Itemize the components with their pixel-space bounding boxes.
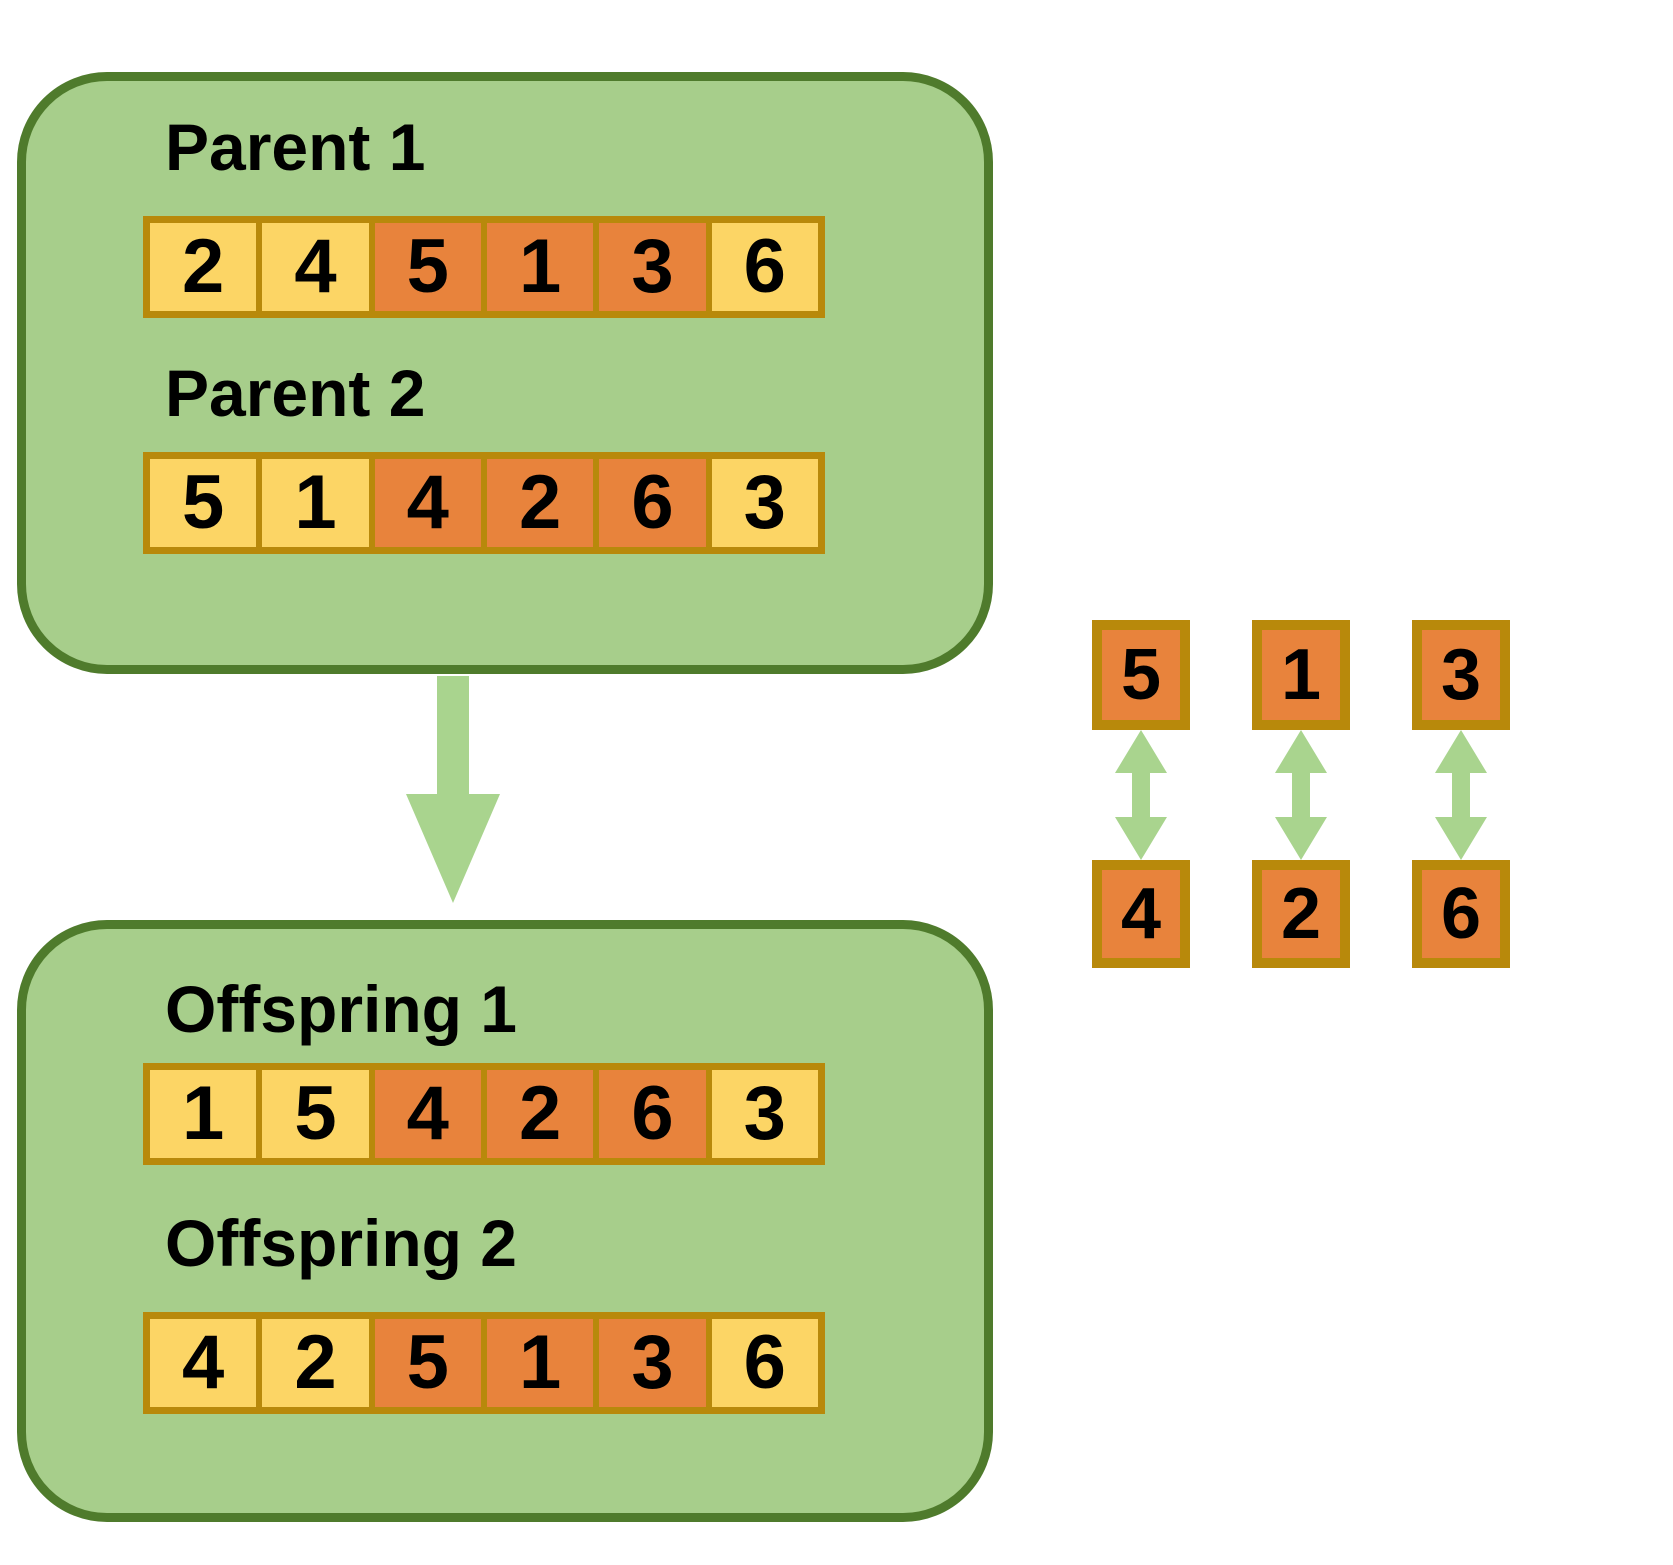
gene-cell: 1	[150, 1070, 257, 1158]
parent-2-label: Parent 2	[165, 356, 426, 430]
swap-arrow-icon	[1435, 730, 1487, 860]
mapping-value-box: 4	[1092, 860, 1190, 968]
gene-cell: 2	[262, 1319, 369, 1407]
gene-cell: 5	[262, 1070, 369, 1158]
gene-cell-crossover: 6	[599, 459, 706, 547]
gene-cell: 1	[262, 459, 369, 547]
swap-arrow-icon	[1115, 730, 1167, 860]
gene-cell-crossover: 1	[486, 223, 594, 311]
mapping-pair-2: 1 2	[1252, 620, 1350, 968]
gene-cell: 4	[262, 223, 369, 311]
offspring-1-label: Offspring 1	[165, 972, 518, 1046]
mapping-value-box: 2	[1252, 860, 1350, 968]
offspring-1-gene-row: 1 5 4 2 6 3	[143, 1063, 825, 1165]
gene-cell-crossover: 2	[486, 459, 594, 547]
gene-cell: 5	[150, 459, 257, 547]
parent-1-label: Parent 1	[165, 110, 426, 184]
offspring-2-label: Offspring 2	[165, 1206, 518, 1280]
gene-cell-crossover: 5	[374, 1319, 481, 1407]
gene-cell: 2	[150, 223, 257, 311]
crossover-arrow-icon	[406, 676, 500, 903]
parents-panel: Parent 1 2 4 5 1 3 6 Parent 2 5 1 4 2 6 …	[17, 72, 993, 674]
mapping-value-box: 3	[1412, 620, 1510, 730]
gene-cell-crossover: 3	[599, 223, 706, 311]
swap-arrow-icon	[1275, 730, 1327, 860]
mapping-pair-1: 5 4	[1092, 620, 1190, 968]
gene-cell-crossover: 4	[374, 459, 481, 547]
gene-cell-crossover: 1	[486, 1319, 594, 1407]
gene-cell-crossover: 6	[599, 1070, 706, 1158]
mapping-area: 5 4 1 2 3 6	[1092, 620, 1510, 968]
gene-cell: 3	[711, 1070, 818, 1158]
parent-1-gene-row: 2 4 5 1 3 6	[143, 216, 825, 318]
mapping-value-box: 1	[1252, 620, 1350, 730]
gene-cell: 6	[711, 223, 818, 311]
gene-cell: 4	[150, 1319, 257, 1407]
gene-cell: 6	[711, 1319, 818, 1407]
offspring-panel: Offspring 1 1 5 4 2 6 3 Offspring 2 4 2 …	[17, 920, 993, 1522]
parent-2-gene-row: 5 1 4 2 6 3	[143, 452, 825, 554]
gene-cell-crossover: 4	[374, 1070, 481, 1158]
offspring-2-gene-row: 4 2 5 1 3 6	[143, 1312, 825, 1414]
mapping-value-box: 6	[1412, 860, 1510, 968]
gene-cell-crossover: 2	[486, 1070, 594, 1158]
gene-cell: 3	[711, 459, 818, 547]
mapping-value-box: 5	[1092, 620, 1190, 730]
mapping-pair-3: 3 6	[1412, 620, 1510, 968]
gene-cell-crossover: 3	[599, 1319, 706, 1407]
gene-cell-crossover: 5	[374, 223, 481, 311]
